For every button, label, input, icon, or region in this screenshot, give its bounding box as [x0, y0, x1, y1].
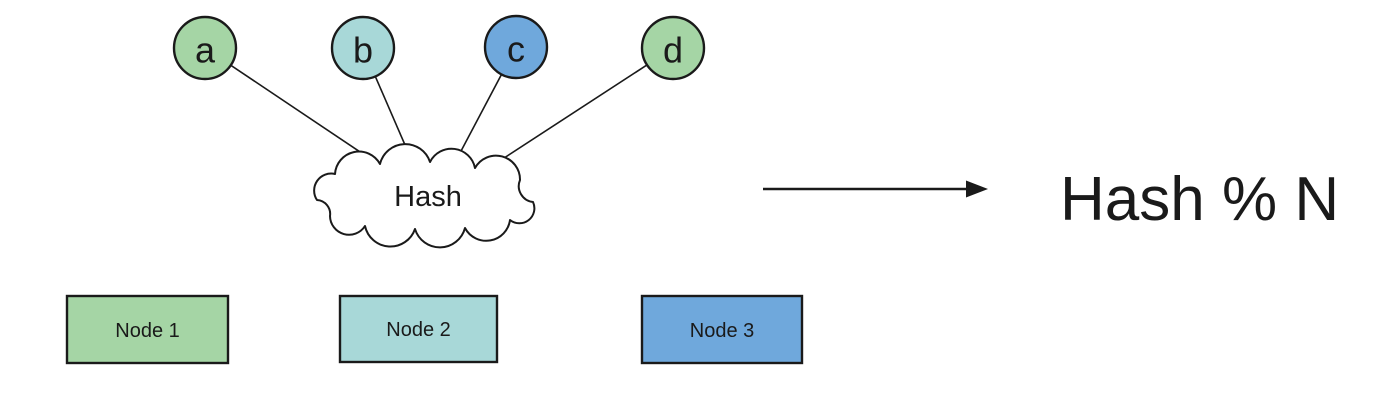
node-1-box: [65, 294, 230, 365]
node-2-label: Node 2: [386, 319, 451, 341]
node-3-box: [640, 294, 804, 365]
arrow: [763, 180, 988, 198]
arrow-head-icon: [966, 180, 988, 198]
key-circles: a b c d: [172, 14, 706, 81]
key-b-circle: [330, 15, 396, 81]
hash-cloud-label: Hash: [394, 181, 462, 213]
formula-label: Hash % N: [1060, 165, 1339, 234]
key-b-label: b: [353, 30, 373, 71]
key-d-circle: [640, 15, 706, 81]
edge-d-to-hash: [480, 47, 674, 174]
edge-a-to-hash: [204, 47, 388, 171]
node-1-label: Node 1: [115, 320, 180, 342]
node-boxes: Node 1 Node 2 Node 3: [65, 294, 804, 365]
key-c-circle: [483, 14, 549, 80]
key-a-circle: [172, 15, 238, 81]
key-d-label: d: [663, 30, 683, 71]
node-3-label: Node 3: [690, 320, 755, 342]
node-2-box: [338, 294, 499, 364]
cloud-shape: [313, 143, 536, 249]
key-c-label: c: [507, 29, 525, 70]
key-a-label: a: [195, 30, 216, 71]
hash-cloud: Hash: [313, 143, 536, 249]
